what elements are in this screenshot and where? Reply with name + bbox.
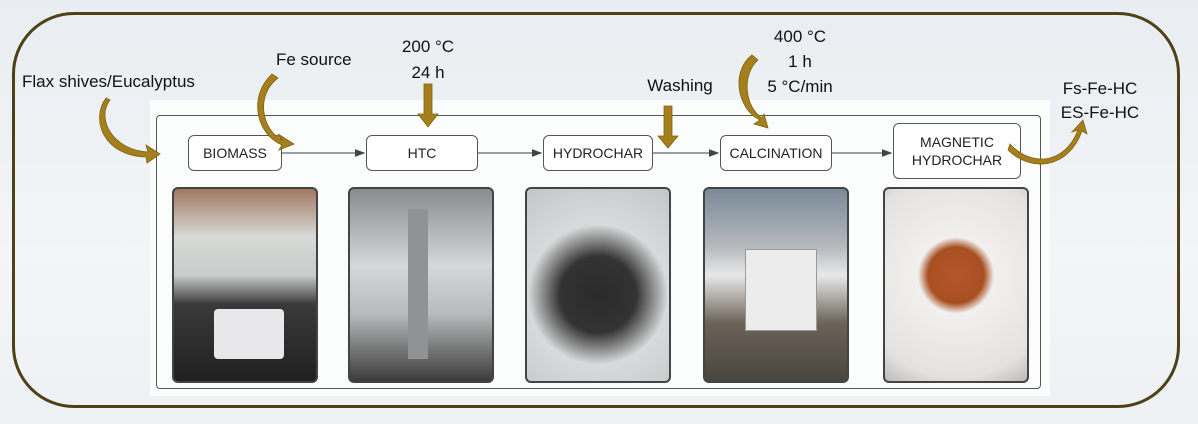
step-htc: HTC — [366, 135, 478, 171]
step-biomass: BIOMASS — [188, 135, 282, 171]
photo-furnace — [703, 187, 849, 383]
step-label: HTC — [407, 145, 437, 161]
product-es: ES-Fe-HC — [1060, 103, 1140, 122]
step-calcination: CALCINATION — [720, 135, 832, 171]
photo-htc-reactor — [348, 187, 494, 383]
down-arrow-icon — [417, 83, 439, 128]
process-box — [156, 115, 1041, 389]
step-label: CALCINATION — [729, 145, 823, 161]
photo-hydrochar — [525, 187, 671, 383]
htc-temperature: 200 °C — [401, 37, 455, 56]
step-label: BIOMASS — [203, 145, 267, 161]
step-label: MAGNETIC HYDROCHAR — [911, 134, 1003, 168]
products: Fs-Fe-HC ES-Fe-HC — [1050, 77, 1150, 125]
outer-frame — [12, 12, 1180, 408]
biomass-source-label: Flax shives/Eucalyptus — [22, 72, 195, 91]
curved-arrow-icon — [738, 54, 769, 129]
calcination-time: 1 h — [788, 52, 812, 71]
photo-magnetic-hydrochar — [883, 187, 1029, 383]
fe-source-label: Fe source — [276, 50, 352, 69]
curved-arrow-icon — [99, 97, 161, 164]
curved-arrow-icon — [1007, 119, 1088, 165]
product-fs: Fs-Fe-HC — [1062, 79, 1138, 98]
photo-balance — [172, 187, 318, 383]
step-label: HYDROCHAR — [552, 145, 644, 161]
htc-conditions: 200 °C 24 h — [378, 34, 478, 86]
step-hydrochar: HYDROCHAR — [543, 135, 653, 171]
heating-rate: 5 °C/min — [767, 77, 833, 96]
calcination-temperature: 400 °C — [773, 27, 827, 46]
htc-time: 24 h — [411, 63, 445, 82]
curved-arrow-icon — [257, 73, 295, 151]
calcination-conditions: 400 °C 1 h 5 °C/min — [750, 24, 850, 99]
down-arrow-icon — [657, 105, 679, 149]
step-magnetic-hydrochar: MAGNETIC HYDROCHAR — [893, 123, 1021, 179]
washing-label: Washing — [647, 76, 713, 95]
